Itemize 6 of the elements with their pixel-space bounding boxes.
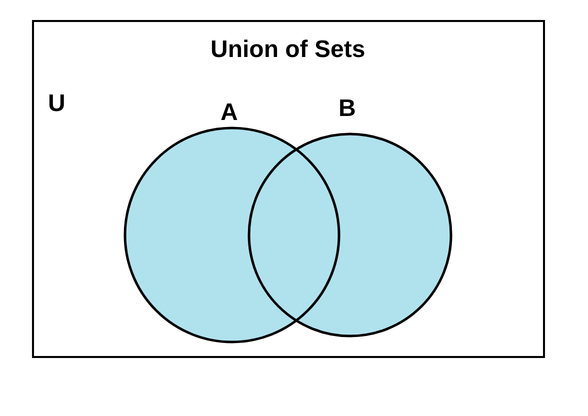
diagram-title: Union of Sets [210,38,366,62]
universe-rectangle [32,20,545,358]
set-label: U [48,92,66,116]
set-circle [247,97,453,338]
set-label: A [220,101,238,125]
set-label: B [338,97,356,121]
